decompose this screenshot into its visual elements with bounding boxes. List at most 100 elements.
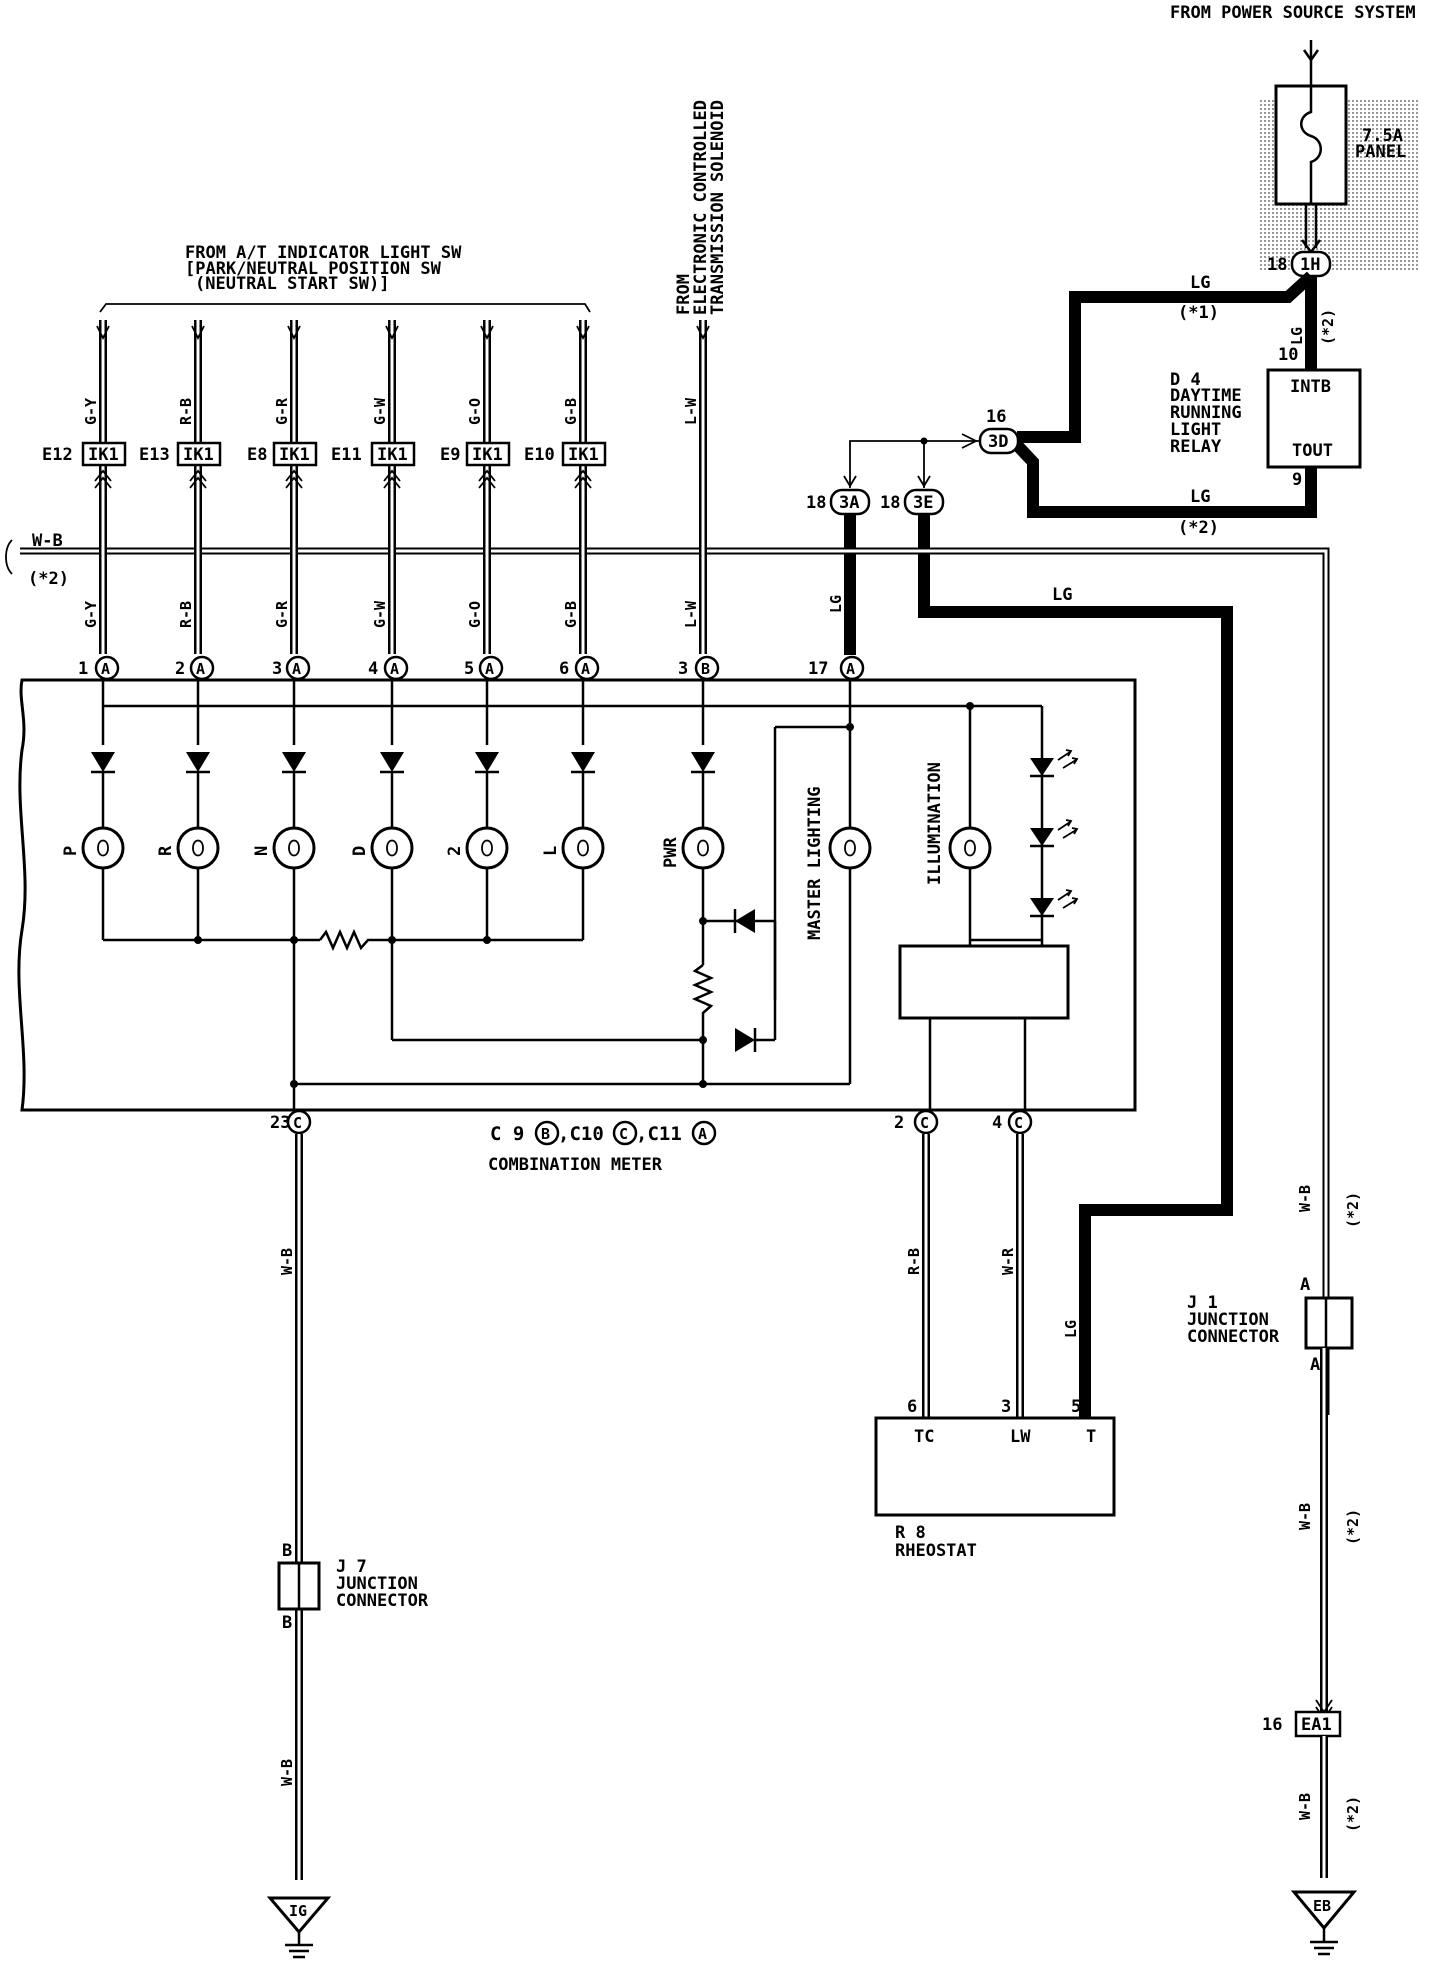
at-wire-1-bottom: R-B [177,601,195,628]
at-pin-2: 3 [272,659,282,679]
at-wire-0-top: G-Y [82,398,100,425]
meter-label-mid: ,C10 [558,1123,604,1145]
arrow-3d [961,433,979,449]
fuse-feed-arrow [1302,49,1320,63]
lamp-p-label: P [61,846,81,856]
wb-bus-note: (*2) [28,569,69,589]
at-wire-4-arrow [480,325,494,341]
conn-ea1-label: EA1 [1301,1715,1332,1735]
diode-pwr-upper [733,909,755,933]
lg-wire-star1 [1017,271,1316,443]
at-wire-0-arrow [96,325,110,341]
lg-wire-tout [1012,440,1317,518]
splice-illum [966,702,974,710]
meter-pin-tc: 2 [894,1113,904,1133]
lg-intb-note: (*2) [1319,309,1337,345]
j1-name-2: CONNECTOR [1187,1327,1280,1347]
lamp-n [272,826,316,870]
wb-right-1-label: W-B [1296,1185,1314,1212]
at-pin-5: 6 [559,659,569,679]
ect-line1: FROM [674,274,694,315]
pwr-pin: 3 [678,659,688,679]
at-wire-5-top: G-B [562,398,580,425]
splice-r [194,936,202,944]
ground-wire-2-label: W-B [278,1759,296,1786]
ect-line3: TRANSMISSION SOLENOID [708,100,728,315]
wb-bus-label: W-B [32,531,63,551]
lamp-r [176,826,220,870]
j1-bottom: A [1310,1355,1320,1375]
at-wire-3-bottom: G-W [371,600,389,628]
lamp-master [828,826,872,870]
rheo-pin-t: 5 [1071,1397,1081,1417]
conn-1h-pin: 18 [1267,255,1287,275]
diode-n [282,752,306,774]
at-wire-2-top: G-R [273,397,291,425]
at-pin-4: 5 [464,659,474,679]
meter-label-prefix: C 9 [490,1123,524,1145]
at-wire-1-top: R-B [177,398,195,425]
lg-3e-label: LG [1052,585,1072,605]
meter-label-ball-a [691,1120,717,1146]
j7-top: B [282,1541,292,1561]
wb-right-1-note: (*2) [1344,1192,1362,1228]
lamp-p [81,826,125,870]
lg-wire-3e [918,514,1233,1418]
lamp-illumination [948,826,992,870]
combination-meter-box [17,678,1137,1112]
at-conn-1: E13 [139,445,170,465]
splice-pwr-top [699,917,707,925]
at-conn-2: E8 [247,445,267,465]
meter-pin-ground: 23 [270,1113,290,1133]
ground-eb [1290,1890,1358,1931]
at-indicator-label: FROM A/T INDICATOR LIGHT SW [PARK/NEUTRA… [185,243,462,294]
conn-3d-label: 3D [988,432,1008,452]
at-conn-0: E12 [42,445,73,465]
rheo-pin-tc: 6 [907,1397,917,1417]
rheostat-box [874,1416,1116,1517]
pwr-pinletter: B [701,660,710,678]
diode-2 [475,752,499,774]
power-source-label: FROM POWER SOURCE SYSTEM [1170,3,1416,23]
at-indicator-line1: FROM A/T INDICATOR LIGHT SW [185,243,462,263]
relay-pin-in: 10 [1278,345,1298,365]
at-wire-3-arrow [385,325,399,341]
at-ik1-3 [370,441,416,467]
lg-tout-label: LG [1190,487,1210,507]
at-pinletter-5: A [581,660,590,678]
j1-top: A [1300,1275,1310,1295]
at-ik1-4 [465,441,511,467]
ground-ig [266,1896,332,1935]
at-wire-3-up-arrow [383,469,401,489]
relay-name-2: RUNNING [1170,403,1242,423]
fuse-name: PANEL [1355,142,1406,162]
rheo-term-tc: TC [914,1427,934,1447]
lamp-r-label: R [156,845,176,856]
lamp-2-label: 2 [445,846,465,856]
at-ik1-5-label: IK1 [568,445,599,465]
at-ik1-3-label: IK1 [377,445,408,465]
conn-3d-pin: 16 [986,407,1006,427]
at-ik1-5 [561,441,607,467]
rheo-pin-lw: 3 [1001,1397,1011,1417]
conn-ea1 [1294,1710,1342,1738]
at-ik1-1 [176,441,222,467]
at-input-column-0: G-Y E12 IK1 G-Y 1 A [42,320,127,681]
at-input-column-3: G-W E11 IK1 G-W 4 A [331,320,416,681]
lamp-n-label: N [252,846,272,856]
at-wire-4-top: G-O [466,398,484,425]
conn-3a-pin: 18 [806,493,826,513]
at-ik1-0 [81,441,127,467]
led-3 [1030,889,1079,918]
at-wire-5-arrow [576,325,590,341]
at-ik1-2-label: IK1 [279,445,310,465]
lamp-2 [465,826,509,870]
at-input-column-1: R-B E13 IK1 R-B 2 A [139,320,222,681]
illumination-label: ILLUMINATION [925,762,945,885]
dimmer-module [898,944,1070,1020]
meter-label-c9: B [541,1125,550,1143]
splice-2 [483,936,491,944]
j7-bottom: B [282,1613,292,1633]
lamp-l-label: L [541,846,561,856]
diode-pwr [691,752,715,774]
